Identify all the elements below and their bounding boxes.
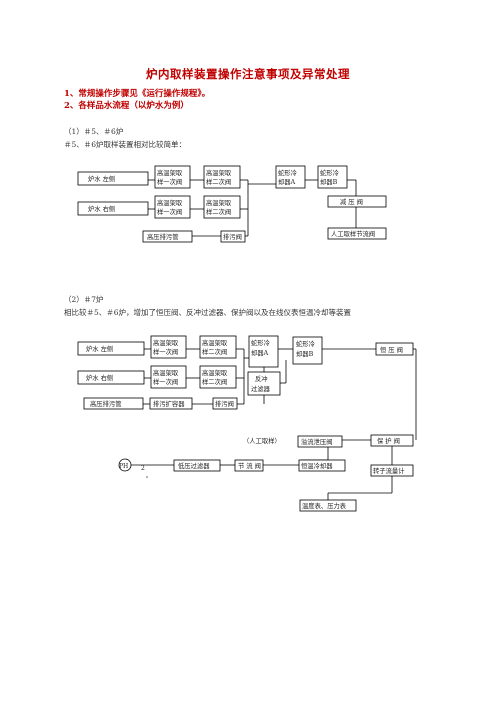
d2-hp-primary-2-l1: 高温架取 (153, 368, 179, 377)
d1-hp-secondary-1-box (203, 165, 241, 189)
d2-rotameter: 转子流量计 (373, 466, 405, 475)
d2-backflush-l1: 反冲 (255, 374, 268, 383)
d1-pressure-valve: 减 压 阀 (340, 197, 363, 206)
d1-cooler-a-box (275, 165, 306, 189)
d2-cooler-b-box (292, 336, 323, 365)
d1-hp-secondary-2-l1: 高温架取 (206, 198, 232, 207)
d2-left-drum-box (77, 341, 145, 356)
d2-dot (146, 476, 148, 478)
d2-thermo-cooler: 恒温冷却器 (301, 461, 333, 470)
section1-heading: （1）＃5、＃6炉 (64, 127, 124, 136)
d1-right-drum-box (77, 201, 149, 216)
d2-throttle: 节 流 阀 (238, 461, 261, 470)
d2-hp-primary-2-box (150, 365, 187, 389)
d2-hp-secondary-1-l2: 样二次阀 (202, 347, 227, 356)
d2-const-valve: 恒 压 阀 (380, 345, 403, 354)
d2-cooler-a-l2: 却器A (251, 348, 269, 357)
d2-hp-primary-1-box (150, 335, 187, 359)
d2-lp-filter-box (173, 459, 221, 472)
d1-blowdown-valve: 排污阀 (223, 232, 242, 241)
d2-hp-secondary-1-l1: 高温架取 (202, 338, 228, 347)
d2-blowdown-tank: 排污扩容器 (153, 399, 185, 408)
d2-left-drum: 炉水 左侧 (86, 344, 113, 353)
d1-hp-secondary-2-box (203, 195, 241, 219)
diagram-1: 炉水 左侧 炉水 右侧 高温架取 样一次阀 高温架取 样二次阀 高温架取 样一次… (77, 165, 387, 243)
d2-right-drum-box (77, 370, 145, 385)
d1-cooler-a-l1: 蛇形冷 (278, 168, 298, 177)
d1-hp-secondary-1-l1: 高温架取 (206, 168, 232, 177)
d2-hp-secondary-2-l2: 样二次阀 (202, 377, 227, 386)
d2-hp-primary-1-l2: 样一次阀 (153, 347, 178, 356)
d2-manual-label: （人工取样） (243, 436, 281, 445)
d2-overflow-valve: 溢流泄压阀 (301, 437, 332, 446)
d2-rotameter-box (370, 464, 414, 477)
d2-hp-secondary-2-box (199, 365, 237, 389)
d2-throttle-box (234, 459, 264, 472)
d1-hp-primary-2-l2: 样一次阀 (157, 207, 182, 216)
d1-right-drum: 炉水 右侧 (88, 204, 115, 213)
d2-hp-secondary-2-l1: 高温架取 (202, 368, 228, 377)
d2-hp-primary-1-l1: 高温架取 (153, 338, 179, 347)
d2-lp-filter: 低压过滤器 (178, 461, 210, 470)
d1-hp-primary-2-l1: 高温架取 (157, 198, 183, 207)
d2-cooler-b-l2: 却器B (296, 349, 314, 358)
d2-blowdown-pipe: 高压排污管 (90, 399, 121, 408)
d1-cooler-b-box (317, 165, 348, 189)
d2-ph-num: 2 (141, 465, 145, 472)
d1-hp-secondary-1-l2: 样二次阀 (206, 177, 231, 186)
d2-cooler-a-l1: 蛇形冷 (251, 338, 271, 347)
document-title: 炉内取样装置操作注意事项及异常处理 (146, 67, 350, 81)
d1-cooler-a-l2: 却器A (278, 177, 296, 186)
d1-left-drum-box (77, 171, 149, 186)
d2-backflush-l2: 过滤器 (251, 384, 271, 393)
d1-hp-primary-1-l2: 样一次阀 (157, 177, 182, 186)
d2-cooler-b-l1: 蛇形冷 (296, 339, 316, 348)
d2-blowdown-pipe-box (83, 397, 144, 410)
d1-hp-primary-2-box (154, 195, 191, 219)
section1-desc: ＃5、＃6炉取样装置相对比较简单： (64, 140, 187, 149)
section2-desc: 相比较＃5、＃6炉，增加了恒压阀、反冲过滤器、保护阀以及在线仪表恒温冷却等装置 (64, 308, 352, 317)
d1-left-drum: 炉水 左侧 (88, 174, 115, 183)
d1-blowdown-pipe-box (142, 230, 193, 243)
d2-thermo-cooler-box (298, 459, 346, 472)
d1-hp-secondary-2-l2: 样二次阀 (206, 207, 231, 216)
d1-pressure-valve-box (327, 195, 387, 208)
d2-gauges: 温度表、压力表 (302, 501, 347, 510)
d2-cooler-a-box (248, 335, 279, 368)
d2-hp-primary-2-l2: 样一次阀 (153, 377, 178, 386)
d2-overflow-valve-box (297, 435, 343, 448)
d2-blowdown-tank-box (149, 397, 193, 410)
d2-protect-valve: 保 护 阀 (377, 436, 400, 445)
d2-const-valve-box (375, 342, 414, 356)
d2-right-drum: 炉水 右侧 (86, 373, 113, 382)
d2-blowdown-valve: 排污阀 (215, 399, 234, 408)
d2-ph-meter-circle (118, 458, 132, 472)
d1-cooler-b-l1: 蛇形冷 (320, 168, 340, 177)
d2-gauges-box (299, 499, 357, 512)
d1-cooler-b-l2: 却器B (320, 177, 338, 186)
d1-manual-valve-box (327, 227, 387, 240)
section2-heading: （2）＃7炉 (64, 295, 104, 304)
d2-ph-label: PH (119, 463, 128, 470)
d2-hp-secondary-1-box (199, 335, 237, 359)
d1-blowdown-valve-box (220, 230, 246, 243)
d1-blowdown-pipe: 高压排污管 (147, 232, 178, 241)
d2-backflush-box (247, 371, 281, 396)
d1-manual-valve: 人工取样节流阀 (331, 229, 375, 238)
d2-protect-valve-box (370, 434, 414, 447)
diagram-2: 炉水 左侧 炉水 右侧 高温架取 样一次阀 高温架取 样二次阀 高温架取 样一次… (77, 335, 417, 512)
d1-hp-primary-1-l1: 高温架取 (157, 168, 183, 177)
item-1: 1、常规操作步骤见《运行操作规程》。 (64, 89, 211, 99)
item-2: 2、各样品水流程（以炉水为例） (64, 101, 189, 111)
d1-hp-primary-1-box (154, 165, 191, 189)
d2-blowdown-valve-box (212, 397, 238, 410)
